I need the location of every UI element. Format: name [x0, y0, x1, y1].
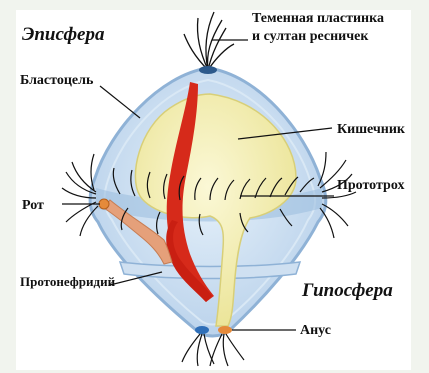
label-prototroch: Прототрох	[337, 178, 404, 193]
label-anus: Анус	[300, 323, 331, 338]
label-gut: Кишечник	[337, 122, 406, 137]
label-episphere: Эписфера	[22, 24, 105, 45]
label-blastocoel: Бластоцель	[20, 73, 94, 88]
anus-opening	[218, 326, 232, 334]
label-protonephridium: Протонефридий	[20, 274, 116, 289]
label-apical-plate-line1: Теменная пластинка	[252, 11, 384, 26]
anus-blue-cell	[195, 326, 209, 334]
mouth-opening	[99, 199, 109, 209]
label-hyposphere: Гипосфера	[301, 280, 393, 301]
label-apical-plate-line2: и султан ресничек	[252, 29, 369, 44]
label-mouth: Рот	[22, 198, 44, 213]
apical-plate	[199, 66, 217, 74]
